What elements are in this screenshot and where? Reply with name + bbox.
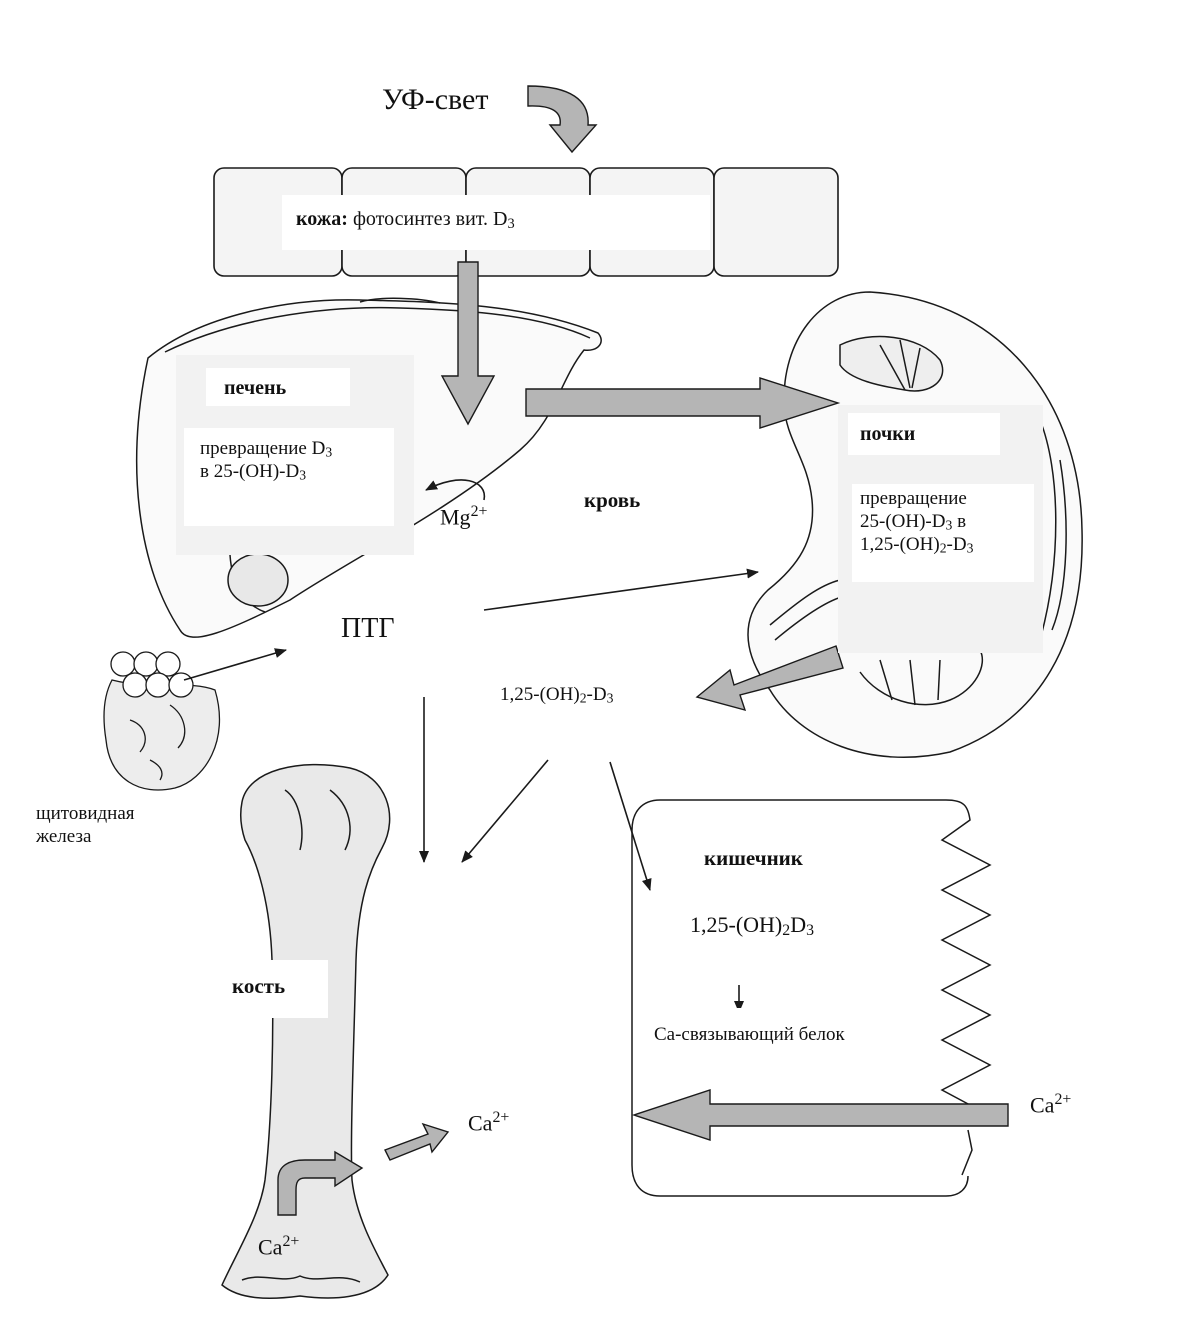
calcitriol-text: 1,25-(OH) [500, 684, 580, 705]
pth-to-kidney-arrow [484, 572, 758, 610]
calcium-center-charge: 2+ [492, 1109, 509, 1126]
intestine-title: кишечник [660, 838, 870, 880]
calcium-intestine-charge: 2+ [1054, 1091, 1071, 1108]
kidneys-line1: превращение [860, 488, 967, 509]
thyroid-to-pth-arrow [184, 650, 286, 680]
liver-sub2: 3 [299, 468, 306, 483]
liver-title-text: печень [224, 377, 286, 399]
skin-sub: 3 [507, 216, 514, 232]
magnesium-label: Mg2+ [440, 502, 487, 531]
calcium-center-label: Ca2+ [468, 1108, 509, 1137]
kidneys-sub3b: 3 [967, 541, 974, 556]
intestine-calcium-arrow [634, 1090, 1008, 1140]
intestine-calcitriol: 1,25-(OH)2D3 [690, 912, 814, 940]
thyroid-line2: железа [36, 826, 196, 849]
binding-protein-label: Ca-связывающий белок [642, 1008, 924, 1080]
bone-drawing [222, 765, 390, 1299]
thyroid-line1: щитовидная [36, 803, 196, 826]
intestine-calcitriol-text: 1,25-(OH) [690, 912, 782, 937]
intestine-calcitriol-tail: D [790, 912, 806, 937]
bone-title-text: кость [232, 974, 285, 998]
kidneys-sub3a: 2 [940, 541, 947, 556]
thyroid-drawing [104, 652, 219, 790]
thyroid-label: щитовидная железа [30, 795, 196, 887]
liver-title: печень [206, 368, 350, 406]
uv-arrow [528, 86, 596, 152]
calcium-bone-charge: 2+ [282, 1233, 299, 1250]
skin-text: фотосинтез вит. D [353, 208, 508, 230]
kidneys-text: превращение 25-(OH)-D3 в 1,25-(OH)2-D3 [852, 484, 1034, 582]
blood-label: кровь [542, 460, 690, 550]
pth-text: ПТГ [341, 613, 395, 644]
kidneys-line2: 25-(OH)-D [860, 511, 945, 532]
magnesium-charge: 2+ [471, 503, 488, 520]
calcitriol-to-calcium-arrow [462, 760, 548, 862]
kidneys-line3: 1,25-(OH) [860, 534, 940, 555]
kidneys-title-text: почки [860, 423, 915, 445]
calcium-center-text: Ca [468, 1111, 492, 1136]
liver-sub1: 3 [325, 445, 332, 460]
skin-label: кожа: фотосинтез вит. D3 [282, 195, 710, 250]
uv-light-text: УФ-свет [382, 83, 488, 116]
calcium-intestine-text: Ca [1030, 1093, 1054, 1118]
bone-title: кость [180, 960, 328, 1018]
calcitriol-sub3: 3 [607, 691, 614, 706]
bone-to-calcium-arrow [385, 1124, 448, 1160]
calcitriol-sub2: 2 [580, 691, 587, 706]
kidneys-title: почки [848, 413, 1000, 455]
calcitriol-to-intestine-arrow [610, 762, 650, 890]
intestine-sub3: 3 [806, 922, 814, 939]
skin-title: кожа: [296, 208, 348, 230]
intestine-sub2: 2 [782, 922, 790, 939]
calcitriol-label: 1,25-(OH)2-D3 [490, 662, 668, 742]
kidneys-line3-tail: -D [947, 534, 967, 555]
liver-text: превращение D3 в 25-(OH)-D3 [184, 428, 394, 526]
blood-text: кровь [584, 488, 640, 512]
kidneys-line2-tail: в [952, 511, 966, 532]
magnesium-text: Mg [440, 505, 471, 530]
binding-protein-text: Ca-связывающий белок [654, 1024, 845, 1045]
calcitriol-tail: -D [587, 684, 607, 705]
calcium-bone-text: Ca [258, 1235, 282, 1260]
liver-line2: в 25-(OH)-D [200, 461, 299, 482]
intestine-title-text: кишечник [704, 846, 803, 870]
calcium-intestine-label: Ca2+ [1030, 1090, 1071, 1119]
liver-line1: превращение D [200, 438, 325, 459]
uv-light-label: УФ-свет [350, 68, 515, 138]
pth-label: ПТГ [297, 598, 468, 670]
calcium-bone-label: Ca2+ [258, 1232, 299, 1261]
